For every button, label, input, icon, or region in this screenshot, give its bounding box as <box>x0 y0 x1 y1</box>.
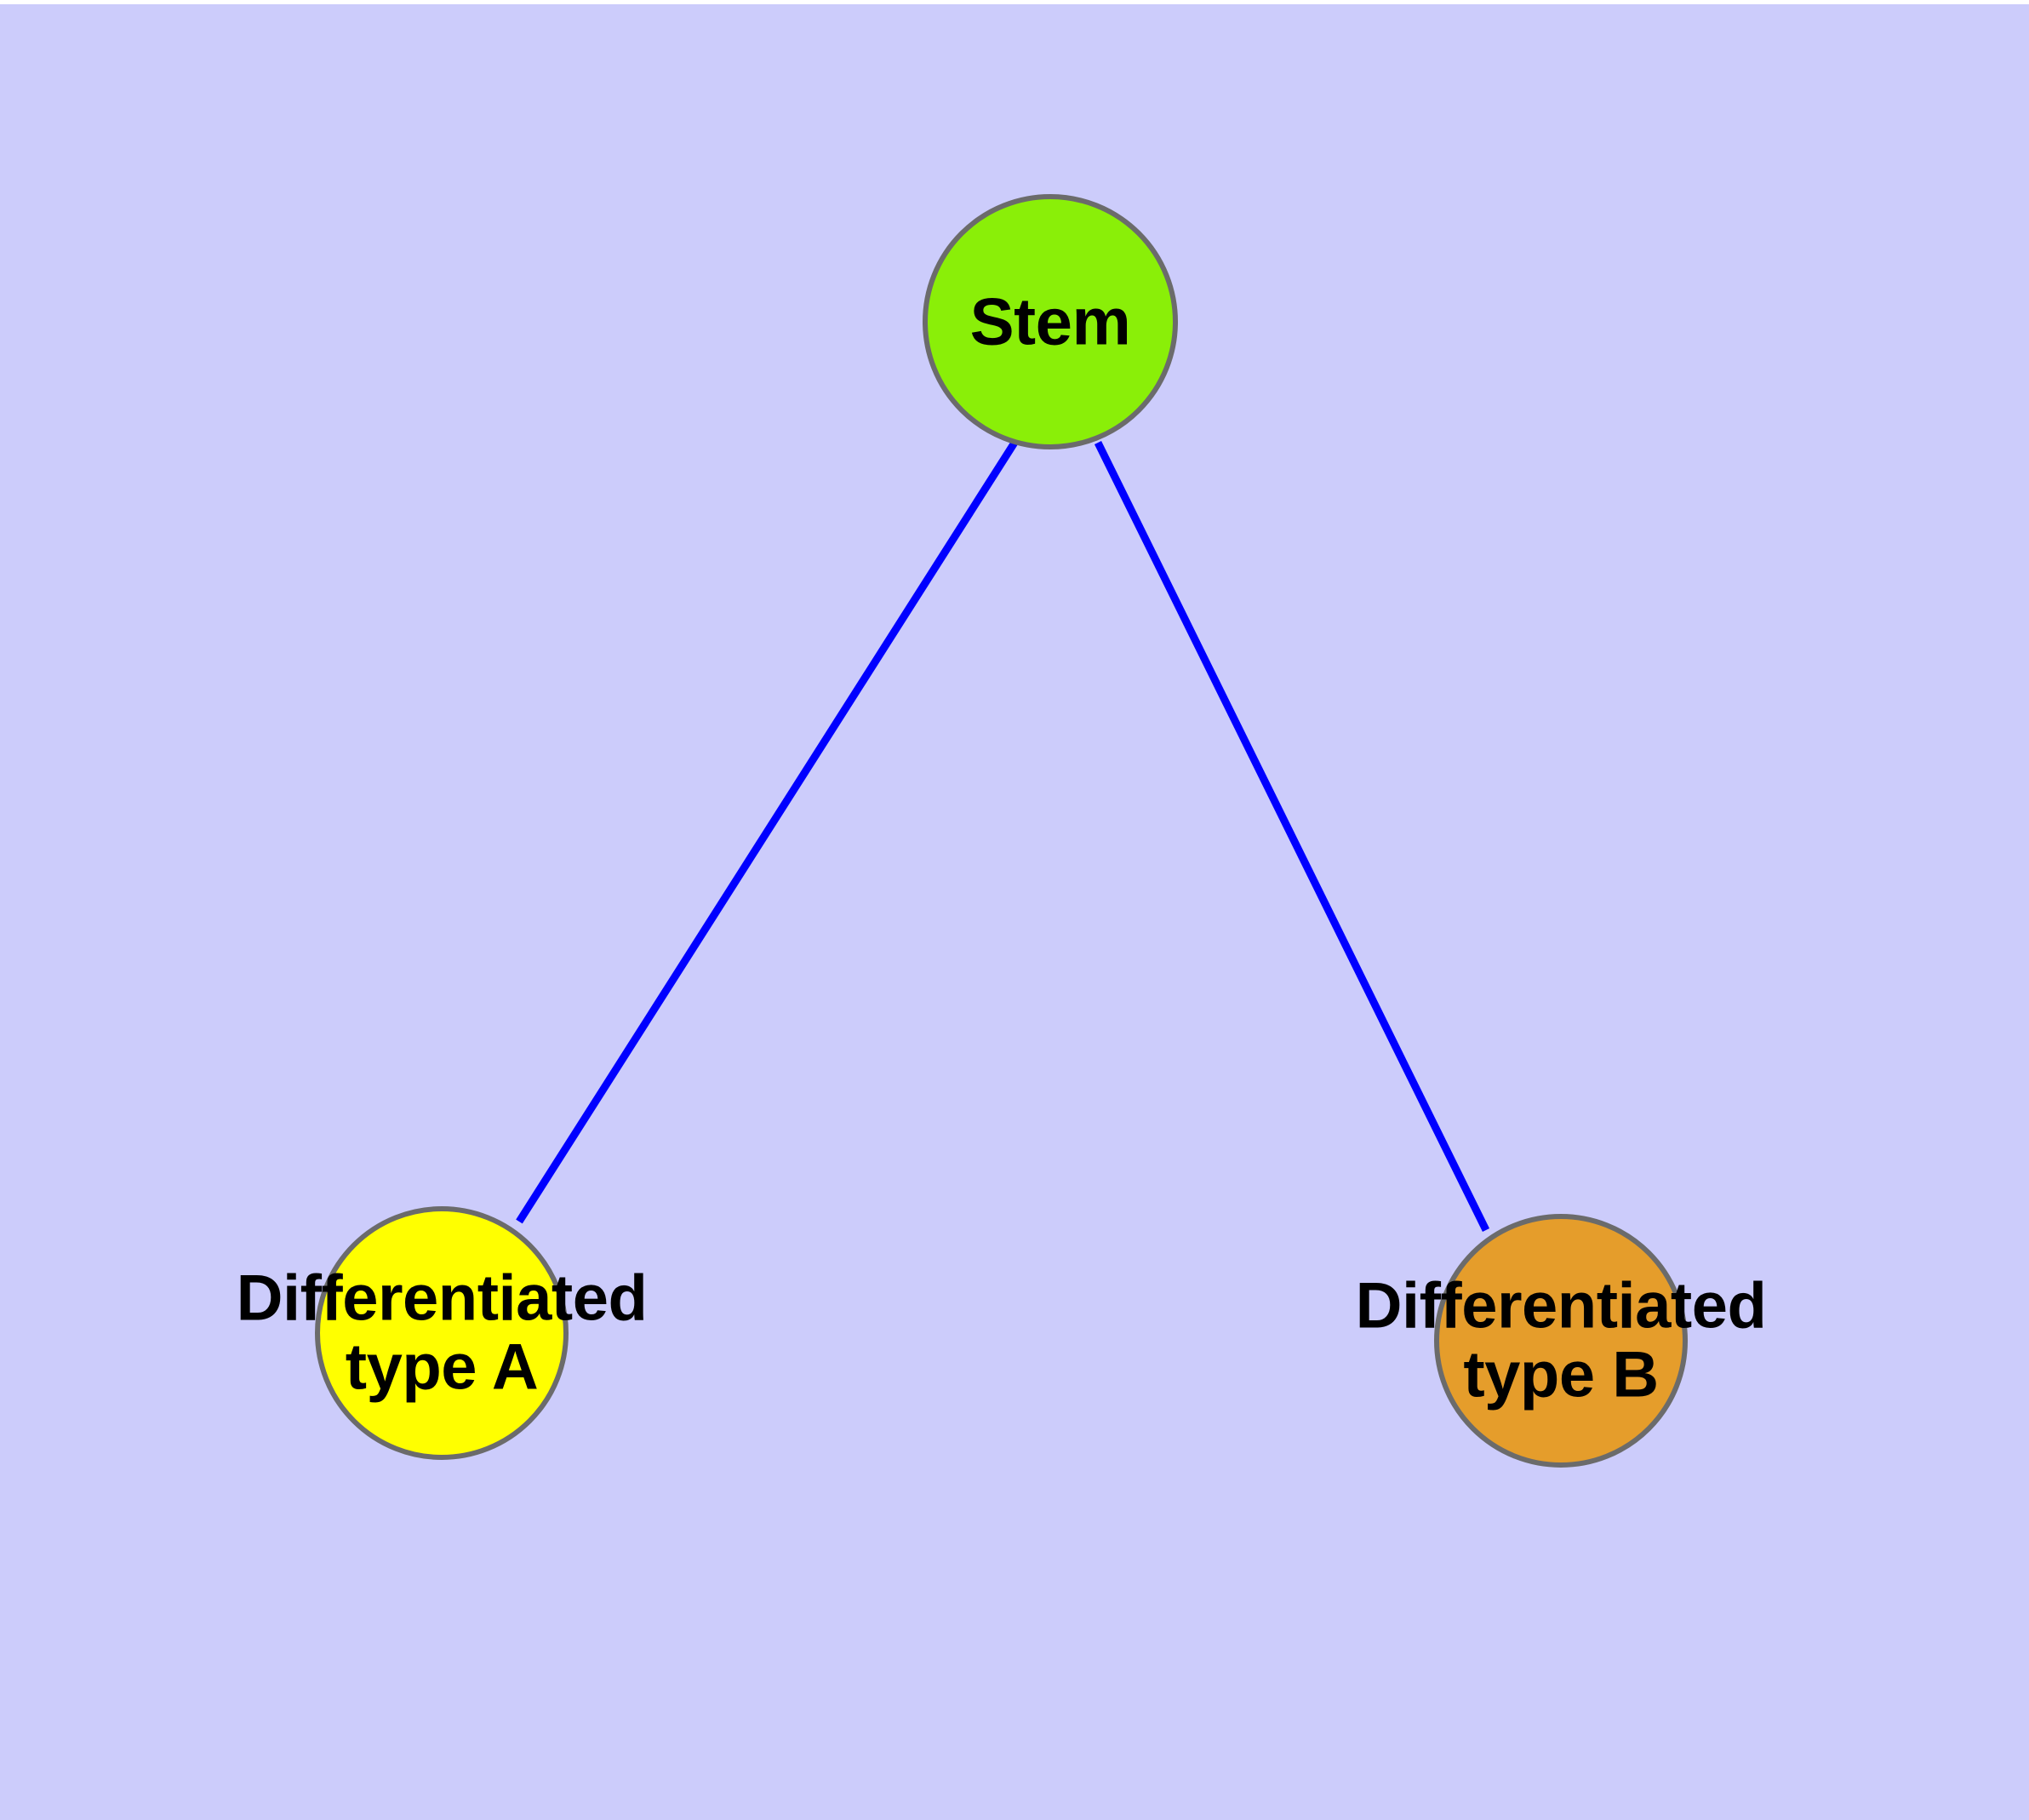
node-differentiated-type-a-label: Differentiated type A <box>236 1262 648 1403</box>
node-differentiated-type-a[interactable]: Differentiated type A <box>237 1206 648 1460</box>
node-stem-label: Stem <box>969 283 1131 359</box>
edge-layer <box>516 440 1490 1232</box>
node-differentiated-type-b[interactable]: Differentiated type B <box>1356 1214 1767 1468</box>
diagram-canvas: Stem Differentiated type A Differentiate… <box>0 4 2029 1820</box>
node-differentiated-type-b-label: Differentiated type B <box>1355 1269 1767 1411</box>
node-stem[interactable]: Stem <box>923 194 1178 449</box>
edge-stem-to-type-a <box>516 440 1018 1224</box>
edge-stem-to-type-b <box>1094 441 1490 1232</box>
